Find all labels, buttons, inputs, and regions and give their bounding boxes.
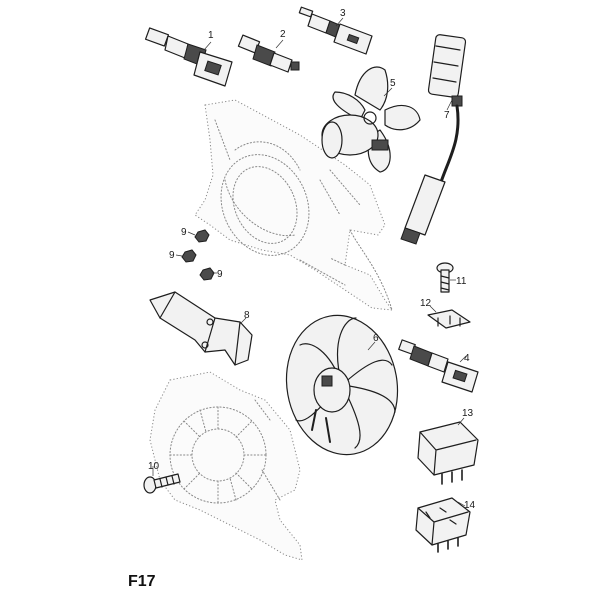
part-10-bolt [143, 473, 181, 494]
part-4-sensor [398, 339, 479, 393]
callout-13: 13 [462, 408, 474, 419]
callout-8: 8 [244, 310, 250, 321]
callout-3: 3 [340, 8, 346, 19]
callout-14: 14 [464, 500, 476, 511]
callout-1: 1 [208, 30, 214, 41]
callout-6: 6 [373, 333, 379, 344]
callout-9-top: 9 [181, 227, 187, 238]
part-12-clip [427, 309, 471, 329]
upper-fan-shroud [194, 99, 394, 311]
part-5-fan-motor [321, 66, 421, 173]
part-13-relay [417, 421, 479, 485]
part-3-sensor [298, 6, 373, 55]
callout-7: 7 [444, 110, 450, 121]
callout-4: 4 [464, 353, 470, 364]
part-11-screw [436, 262, 454, 293]
part-2-sensor [237, 34, 300, 73]
part-1-temperature-sensor [144, 27, 233, 87]
leader-lines [152, 17, 467, 507]
part-6-fan [285, 314, 399, 456]
callout-2: 2 [280, 29, 286, 40]
part-14-relay [415, 497, 471, 553]
callout-12: 12 [420, 298, 432, 309]
figure-code: F17 [128, 573, 156, 590]
callout-9-bottom: 9 [217, 269, 223, 280]
lower-fan-shroud [149, 371, 303, 561]
part-8-bracket [149, 291, 253, 366]
callout-11: 11 [456, 276, 467, 287]
part-9-nuts [181, 229, 215, 281]
callout-9-middle: 9 [169, 250, 175, 261]
part-7-wiring-harness [400, 34, 467, 245]
callout-10: 10 [148, 461, 160, 472]
callout-5: 5 [390, 78, 396, 89]
